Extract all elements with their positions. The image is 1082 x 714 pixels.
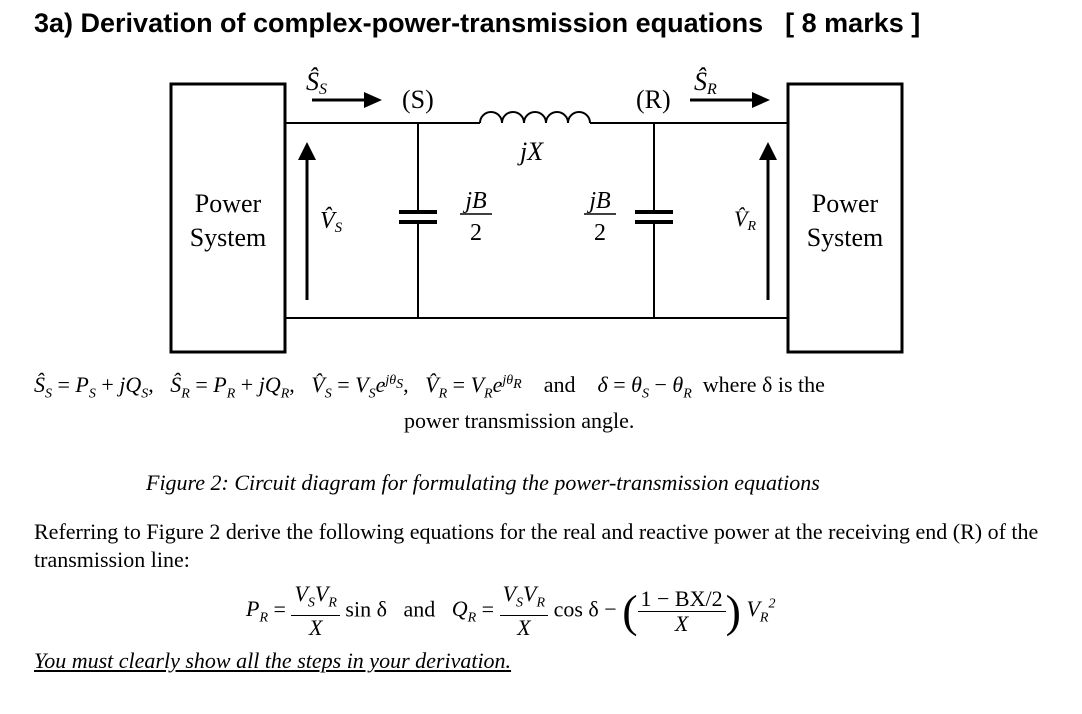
left-box-line1: Power	[195, 189, 262, 218]
ss-label: ŜS	[306, 67, 327, 98]
node-r-label: (R)	[636, 85, 671, 114]
right-box-line1: Power	[812, 189, 879, 218]
sin-term: sin δ	[345, 596, 387, 622]
title-text: 3a) Derivation of complex-power-transmis…	[34, 8, 764, 38]
question-title: 3a) Derivation of complex-power-transmis…	[34, 8, 920, 39]
and-word: and	[543, 372, 576, 397]
vr-label: V̂R	[734, 206, 756, 234]
formula-and: and	[403, 596, 436, 622]
vs-label: V̂S	[320, 207, 343, 236]
marks-label: [ 8 marks ]	[785, 8, 921, 38]
final-instruction: You must clearly show all the steps in y…	[34, 648, 512, 673]
node-s-label: (S)	[402, 85, 434, 114]
instruction-paragraph: Referring to Figure 2 derive the followi…	[34, 519, 1039, 572]
jx-label: jX	[517, 137, 544, 166]
left-shunt-den: 2	[470, 220, 482, 246]
cos-term: cos δ	[553, 596, 599, 622]
figure-caption: Figure 2: Circuit diagram for formulatin…	[146, 470, 820, 495]
definitions-line: ŜS = PS + jQS, ŜR = PR + jQR, V̂S = VSej…	[34, 372, 825, 402]
inductor-jx	[479, 111, 591, 124]
ss-arrow-head	[364, 92, 382, 108]
right-shunt-num: jB	[586, 188, 611, 214]
right-box-line2: System	[807, 223, 884, 252]
left-shunt-num: jB	[462, 188, 487, 214]
right-shunt-den: 2	[594, 220, 606, 246]
sr-arrow-head	[752, 92, 770, 108]
circuit-diagram: Power System Power System ŜS ŜR (S) (R) …	[169, 67, 904, 354]
left-power-system-box	[169, 82, 287, 354]
definitions-line-2: power transmission angle.	[404, 408, 635, 433]
where-text: where δ is the	[702, 372, 825, 397]
left-box-line2: System	[190, 223, 267, 252]
vr-arrow-head	[759, 142, 777, 160]
right-power-system-box	[786, 82, 904, 354]
sr-label: ŜR	[694, 67, 717, 98]
vs-arrow-head	[298, 142, 316, 160]
